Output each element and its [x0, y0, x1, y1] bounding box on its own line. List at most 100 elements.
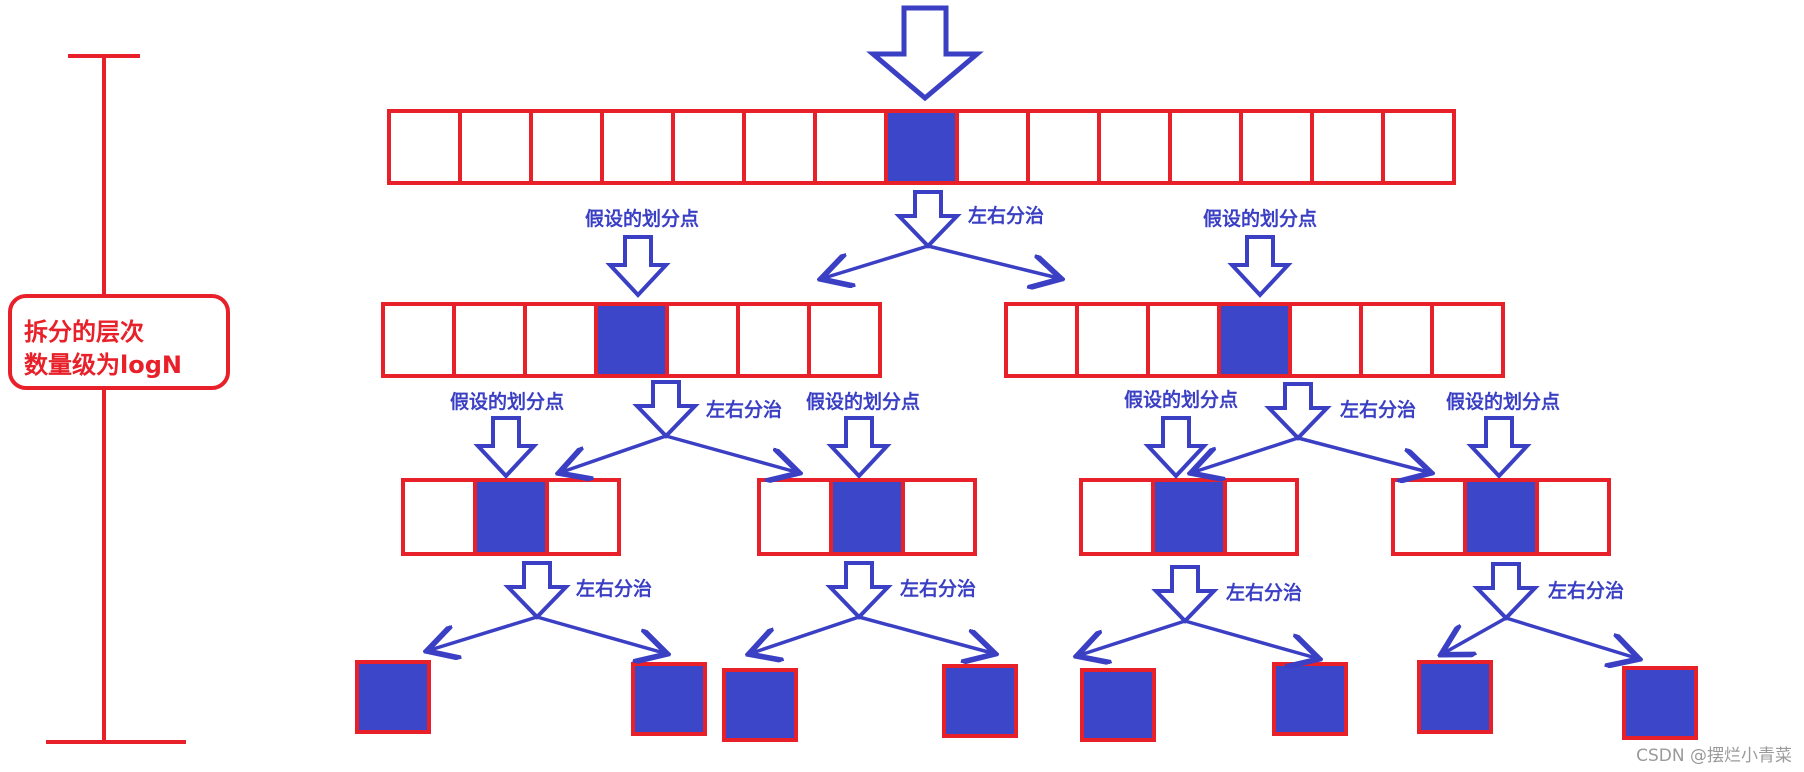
divide-label: 左右分治 [968, 204, 1044, 227]
branch-left-arrow-icon [752, 615, 860, 653]
pivot-label: 假设的划分点 [806, 390, 920, 413]
divide-label: 左右分治 [1340, 398, 1416, 421]
pivot-label: 假设的划分点 [450, 390, 564, 413]
array-cell [1223, 478, 1299, 556]
array-level1-1 [381, 302, 882, 378]
level-note-box: 拆分的层次 数量级为logN [8, 294, 230, 390]
pivot-cell [1217, 302, 1292, 378]
array-level3-1 [355, 660, 431, 734]
branch-right-arrow-icon [927, 244, 1058, 278]
watermark: CSDN @摆烂小青菜 [1636, 746, 1792, 766]
pivot-arrow-icon [605, 235, 671, 298]
array-cell [529, 109, 604, 185]
branch-right-arrow-icon [1297, 436, 1428, 472]
array-cell [1310, 109, 1385, 185]
array-level3-6 [1272, 662, 1348, 736]
array-cell [1535, 478, 1611, 556]
pivot-cell [829, 478, 905, 556]
arrays-layer [355, 109, 1698, 742]
arrows-layer [430, 5, 1636, 658]
pivot-arrow-icon [473, 416, 539, 479]
array-cell [901, 478, 977, 556]
array-cell [1075, 302, 1150, 378]
array-level3-3 [722, 668, 798, 742]
pivot-label: 假设的划分点 [1124, 388, 1238, 411]
labels-layer: 假设的划分点假设的划分点假设的划分点假设的划分点假设的划分点假设的划分点左右分治… [450, 204, 1624, 604]
array-level2-4 [1391, 478, 1611, 556]
branch-right-arrow-icon [1505, 616, 1636, 658]
array-cell [1288, 302, 1363, 378]
branch-left-arrow-icon [1194, 436, 1299, 472]
pivot-label: 假设的划分点 [585, 207, 699, 230]
array-cell [1430, 302, 1505, 378]
array-cell [458, 109, 533, 185]
array-cell [523, 302, 598, 378]
array-cell [1026, 109, 1101, 185]
array-cell [665, 302, 740, 378]
pivot-cell [884, 109, 959, 185]
pivot-arrow-icon [1143, 416, 1209, 479]
level-note-line2: 数量级为logN [24, 351, 182, 379]
branch-left-arrow-icon [562, 434, 667, 472]
branch-right-arrow-icon [665, 434, 796, 472]
pivot-cell [1417, 660, 1493, 734]
pivot-cell [722, 668, 798, 742]
array-cell [742, 109, 817, 185]
level-bracket [46, 54, 186, 744]
array-cell [736, 302, 811, 378]
divide-arrow-icon [894, 190, 962, 249]
divide-arrow-icon [825, 561, 893, 620]
array-level3-5 [1080, 668, 1156, 742]
array-cell [381, 302, 456, 378]
divide-label: 左右分治 [900, 577, 976, 600]
pivot-label: 假设的划分点 [1446, 390, 1560, 413]
divide-arrow-icon [1264, 382, 1332, 441]
pivot-cell [1622, 666, 1698, 740]
pivot-cell [1080, 668, 1156, 742]
branch-right-arrow-icon [858, 615, 992, 653]
array-cell [1239, 109, 1314, 185]
array-cell [1146, 302, 1221, 378]
array-level2-3 [1079, 478, 1299, 556]
pivot-cell [942, 664, 1018, 738]
array-cell [1097, 109, 1172, 185]
pivot-cell [594, 302, 669, 378]
pivot-label: 假设的划分点 [1203, 207, 1317, 230]
branch-left-arrow-icon [430, 615, 538, 650]
divide-arrow-icon [1151, 565, 1219, 624]
array-cell [1381, 109, 1456, 185]
branch-left-arrow-icon [824, 244, 929, 278]
array-cell [757, 478, 833, 556]
array-level3-4 [942, 664, 1018, 738]
level-note-line1: 拆分的层次 [24, 318, 144, 346]
pivot-cell [473, 478, 549, 556]
pivot-arrow-icon [1227, 235, 1293, 298]
branch-left-arrow-icon [1080, 619, 1186, 655]
array-cell [813, 109, 888, 185]
array-cell [401, 478, 477, 556]
branch-left-arrow-icon [1444, 616, 1507, 653]
array-cell [1079, 478, 1155, 556]
divide-label: 左右分治 [706, 398, 782, 421]
array-level1-2 [1004, 302, 1505, 378]
array-cell [955, 109, 1030, 185]
array-cell [1004, 302, 1079, 378]
array-level3-2 [631, 662, 707, 736]
entry-down-arrow-icon [866, 5, 984, 102]
array-cell [545, 478, 621, 556]
pivot-cell [1463, 478, 1539, 556]
array-cell [807, 302, 882, 378]
array-level2-1 [401, 478, 621, 556]
array-cell [1359, 302, 1434, 378]
array-cell [452, 302, 527, 378]
array-level2-2 [757, 478, 977, 556]
branch-right-arrow-icon [1184, 619, 1316, 658]
pivot-arrow-icon [826, 416, 892, 479]
pivot-cell [1272, 662, 1348, 736]
divide-arrow-icon [503, 561, 571, 620]
pivot-cell [1151, 478, 1227, 556]
pivot-cell [631, 662, 707, 736]
pivot-arrow-icon [1466, 416, 1532, 479]
array-cell [387, 109, 462, 185]
